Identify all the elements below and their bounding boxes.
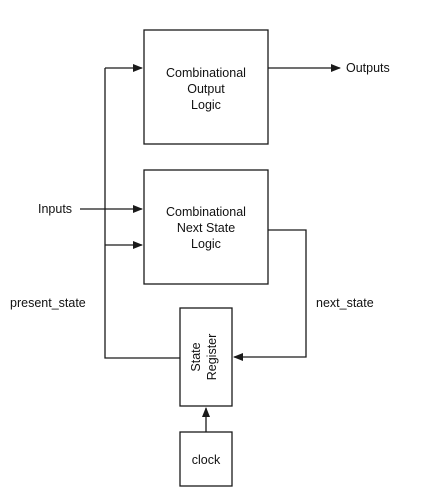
output-logic-label-3: Logic [191,98,221,112]
state-register-label-2: Register [205,334,219,381]
next-state-label: next_state [316,296,374,310]
next-state-logic-label-2: Next State [177,221,235,235]
next-state-logic-label-1: Combinational [166,205,246,219]
next-state-logic-block: Combinational Next State Logic [143,169,269,285]
output-logic-label-2: Output [187,82,225,96]
present-state-wire [104,68,180,359]
next-state-wire [233,229,307,361]
clock-block: clock [179,431,233,487]
state-register-label-1: State [189,342,203,371]
inputs-label: Inputs [38,202,72,216]
outputs-label: Outputs [346,61,390,75]
state-register-block: State Register [179,307,233,407]
next-state-logic-label-3: Logic [191,237,221,251]
output-logic-block: Combinational Output Logic [143,29,269,145]
output-logic-label-1: Combinational [166,66,246,80]
clock-label: clock [192,453,221,467]
present-state-label: present_state [10,296,86,310]
